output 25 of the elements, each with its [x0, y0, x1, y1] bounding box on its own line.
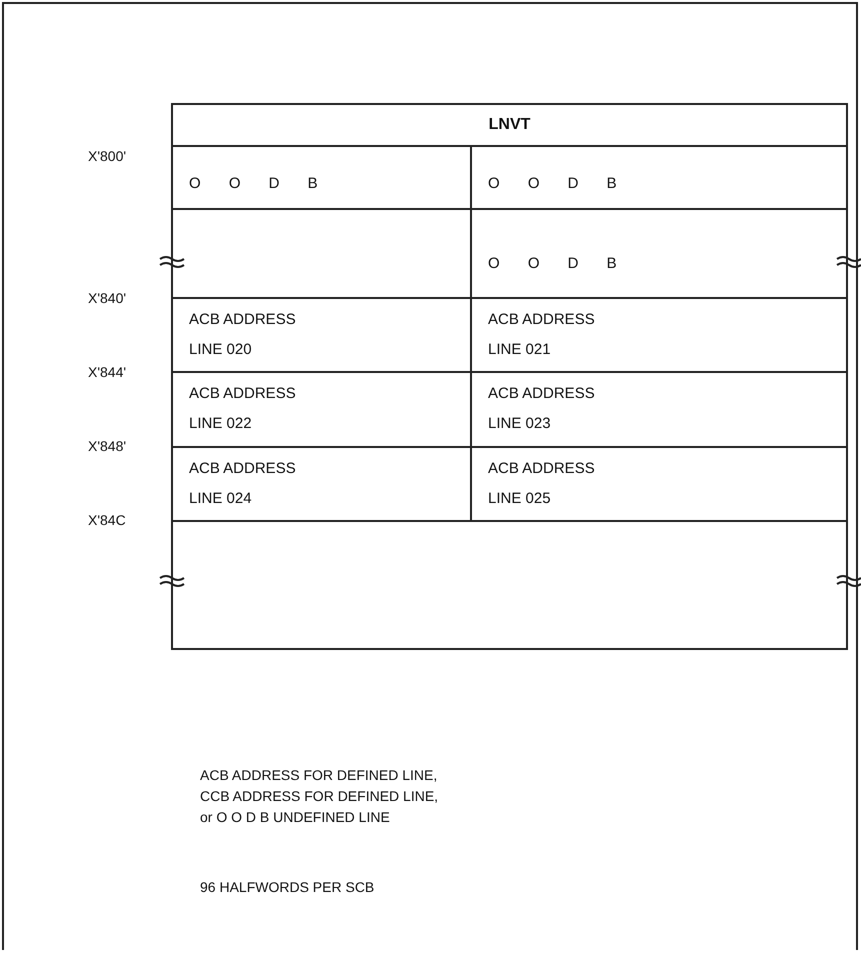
table-cell — [171, 103, 848, 147]
cell-text: ACB ADDRESS — [189, 460, 296, 477]
cell-text: O O D B — [488, 255, 617, 272]
cell-text: LINE 023 — [488, 415, 551, 432]
note-text: ACB ADDRESS FOR DEFINED LINE, CCB ADDRESS FOR DEFINED LINE, or O O D B UNDEFINED LINE — [200, 766, 440, 827]
cell-text: ACB ADDRESS — [189, 385, 296, 402]
address-label: X'840' — [88, 290, 126, 306]
cell-text: ACB ADDRESS — [189, 311, 296, 328]
address-label: X'800' — [88, 148, 126, 164]
address-label: X'848' — [88, 438, 126, 454]
table-heading: LNVT — [488, 116, 532, 134]
cell-text: LINE 024 — [189, 490, 252, 507]
cell-text: LINE 022 — [189, 415, 252, 432]
cell-text: ACB ADDRESS — [488, 311, 595, 328]
cell-text: LINE 021 — [488, 341, 551, 358]
cell-text: LINE 025 — [488, 490, 551, 507]
address-label: X'84C — [88, 512, 126, 528]
cell-text: ACB ADDRESS — [488, 385, 595, 402]
cell-text: O O D B — [189, 175, 318, 192]
empty-cell — [171, 520, 848, 650]
address-label: X'844' — [88, 364, 126, 380]
cell-text: LINE 020 — [189, 341, 252, 358]
cell-text: ACB ADDRESS — [488, 460, 595, 477]
cell-text: O O D B — [488, 175, 617, 192]
note-text: 96 HALFWORDS PER SCB — [200, 878, 376, 897]
